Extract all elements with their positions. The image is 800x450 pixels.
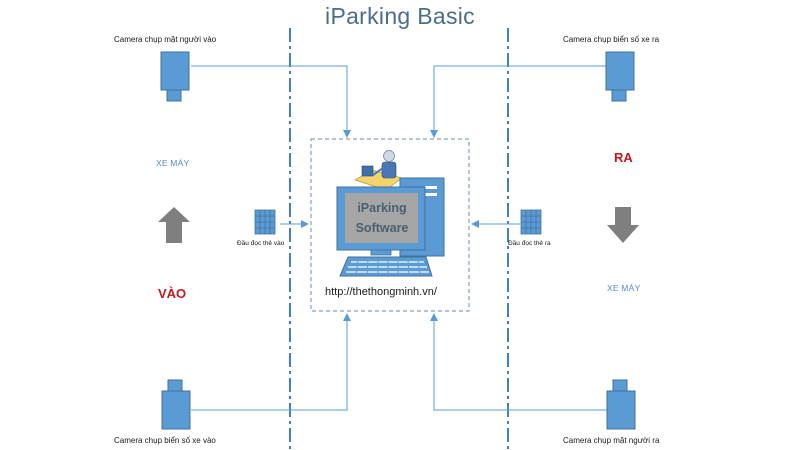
camera-icon xyxy=(161,379,191,430)
connector-bottom-left xyxy=(191,313,351,411)
camera-label-face-out: Camera chụp mặt người ra xyxy=(563,436,660,445)
keyboard-icon xyxy=(339,256,433,277)
camera-label-plate-in: Camera chụp biển số xe vào xyxy=(114,436,216,445)
card-reader-label-out: Đầu đọc thẻ ra xyxy=(508,240,551,247)
card-reader-icon xyxy=(520,209,542,235)
monitor-icon xyxy=(336,186,426,256)
camera-label-face-in: Camera chụp mặt người vào xyxy=(114,35,217,44)
camera-icon xyxy=(160,51,190,102)
arrow-up-icon xyxy=(158,207,190,243)
operator-icon xyxy=(354,150,403,191)
connector-top-right xyxy=(430,65,607,138)
camera-label-plate-out: Camera chụp biển số xe ra xyxy=(563,35,660,44)
camera-icon xyxy=(606,379,636,430)
card-reader-icon xyxy=(254,209,276,235)
connector-top-left xyxy=(191,65,351,138)
lane-label-motorbike-in: XE MÁY xyxy=(156,158,190,168)
arrow-down-icon xyxy=(607,207,639,243)
software-box xyxy=(310,138,470,312)
software-name-line1: iParking xyxy=(357,201,407,215)
entry-label: VÀO xyxy=(158,286,187,301)
software-name-line2: Software xyxy=(355,221,409,235)
exit-label: RA xyxy=(614,150,633,165)
page-title: iParking Basic xyxy=(325,3,475,29)
card-reader-label-in: Đầu đọc thẻ vào xyxy=(237,240,285,247)
lane-label-motorbike-out: XE MÁY xyxy=(607,283,641,293)
website-url: http://thethongminh.vn/ xyxy=(325,286,437,298)
connector-bottom-right xyxy=(430,313,607,411)
camera-icon xyxy=(605,51,635,102)
